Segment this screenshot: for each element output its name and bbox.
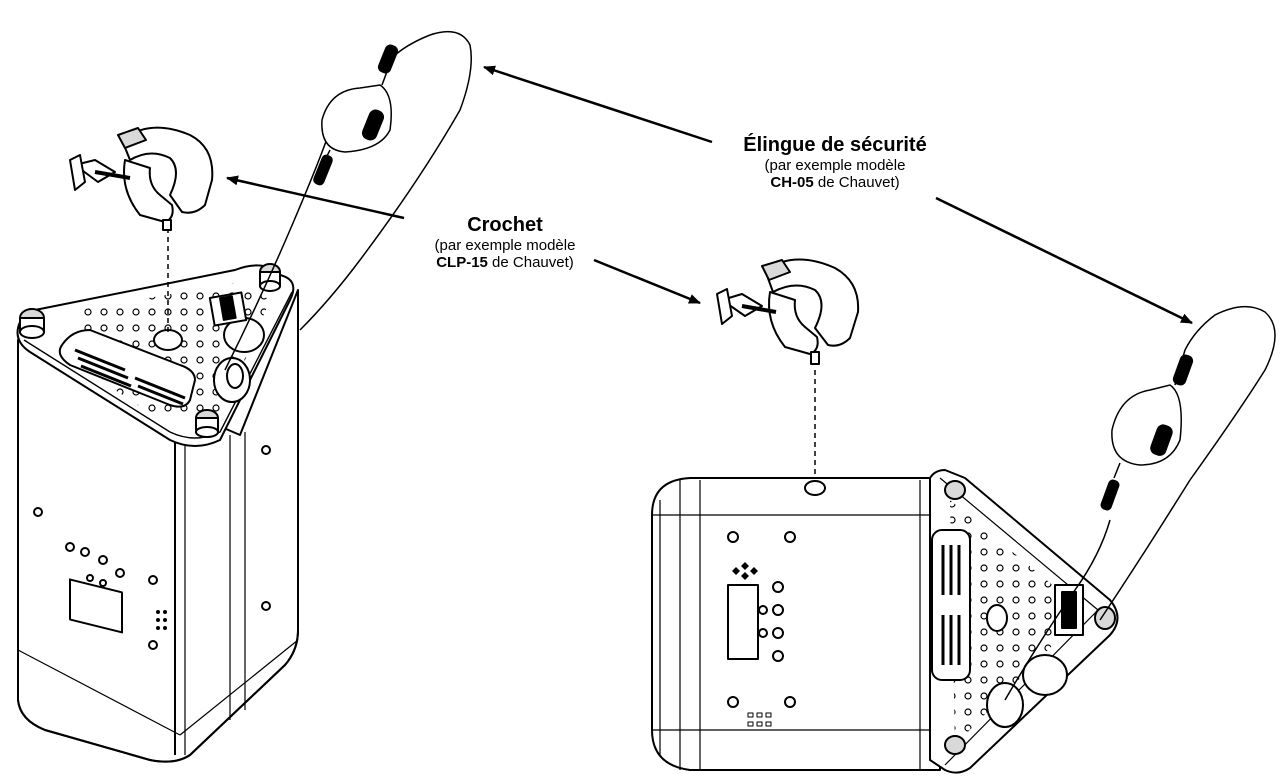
hook-title: Crochet	[467, 214, 543, 236]
arrow-hook-to-right-clamp	[593, 258, 701, 305]
hook-brand: de Chauvet)	[487, 254, 574, 272]
safety-cable-model: CH-05	[770, 174, 814, 192]
safety-cable-label: Élingue de sécurité (par exemple modèle …	[690, 134, 980, 192]
hook-subtitle: (par exemple modèle	[434, 237, 576, 254]
safety-cable-title: Élingue de sécurité	[743, 134, 927, 156]
right-clamp	[716, 258, 860, 365]
safety-cable-brand: de Chauvet)	[813, 174, 900, 192]
left-clamp	[69, 126, 214, 231]
left-fixture	[16, 263, 299, 763]
arrows	[226, 65, 1193, 325]
hook-label: Crochet (par exemple modèle CLP-15 de Ch…	[370, 214, 640, 272]
arrow-hook-to-left-clamp	[226, 175, 405, 220]
arrow-safety-to-right-cable	[935, 196, 1193, 325]
right-safety-cable	[1004, 306, 1276, 701]
hook-model-line: CLP-15 de Chauvet)	[370, 254, 640, 271]
right-fixture	[651, 469, 1119, 774]
arrow-safety-to-left-cable	[483, 65, 713, 144]
hook-model: CLP-15	[436, 254, 488, 272]
safety-cable-model-line: CH-05 de Chauvet)	[690, 174, 980, 191]
safety-cable-subtitle: (par exemple modèle	[764, 157, 906, 174]
left-safety-cable	[224, 30, 472, 371]
